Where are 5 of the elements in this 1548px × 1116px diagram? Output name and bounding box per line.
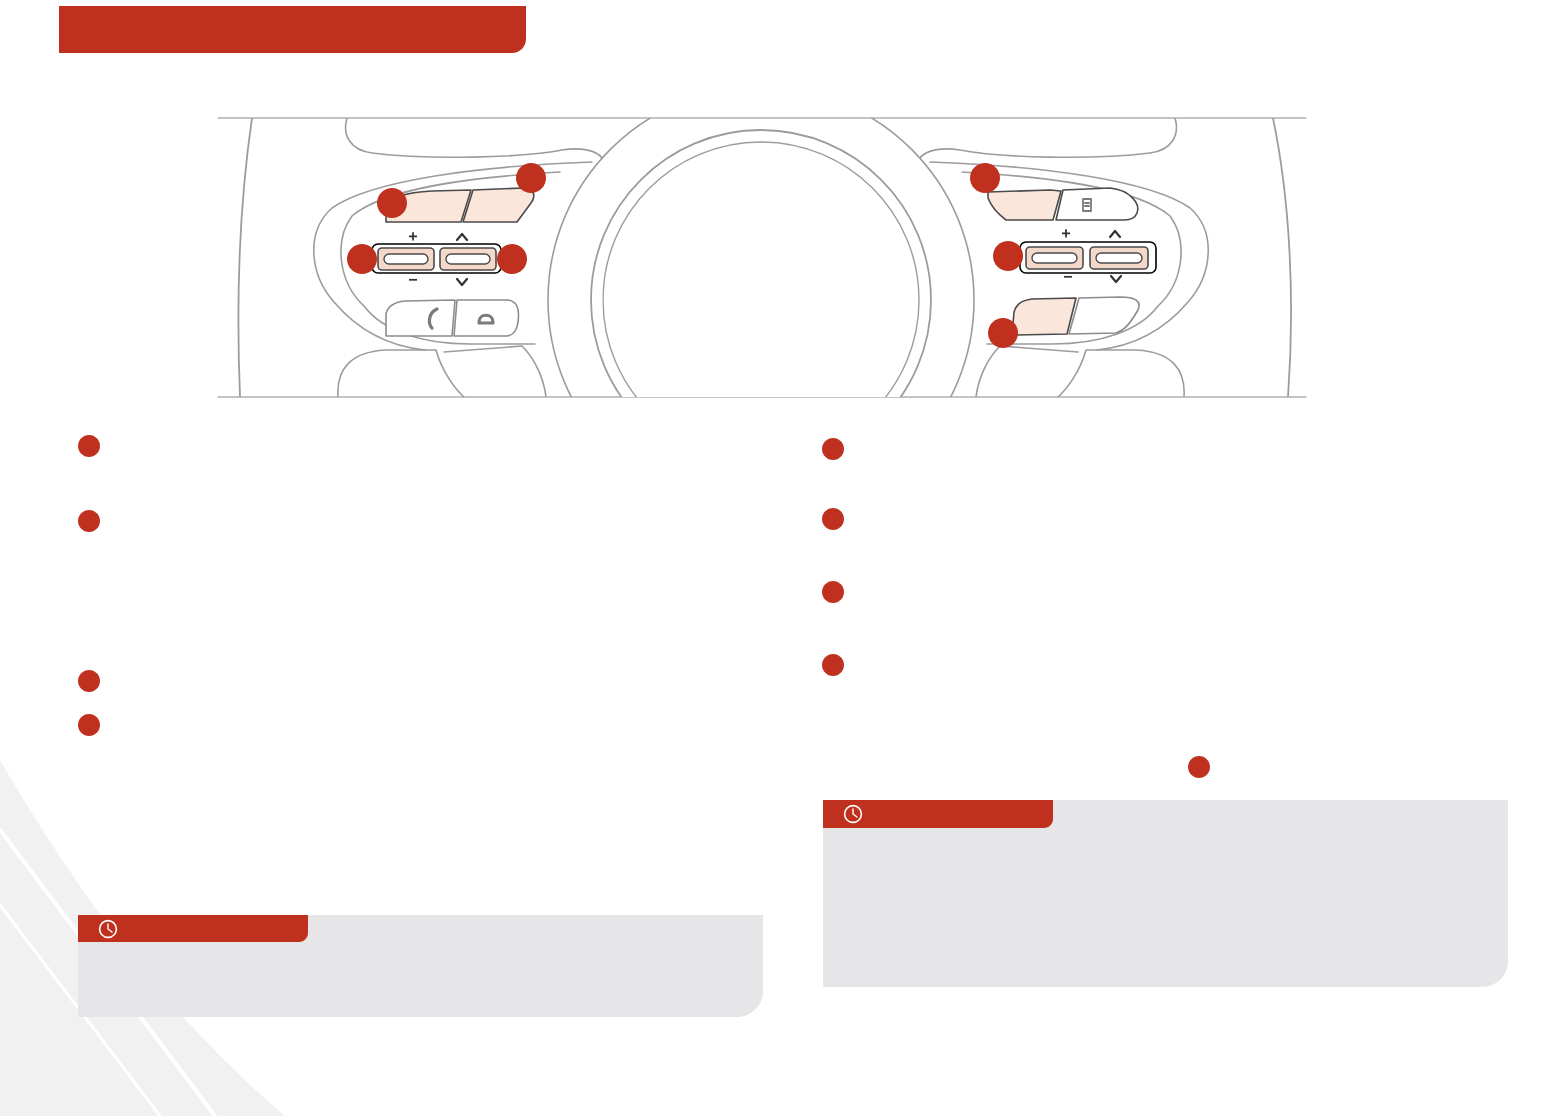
symbol-label: − [409,278,417,281]
title-bar [59,6,526,53]
symbol-label: + [1062,229,1071,238]
symbol-label: + [409,232,417,241]
symbol-label: − [1064,275,1073,278]
